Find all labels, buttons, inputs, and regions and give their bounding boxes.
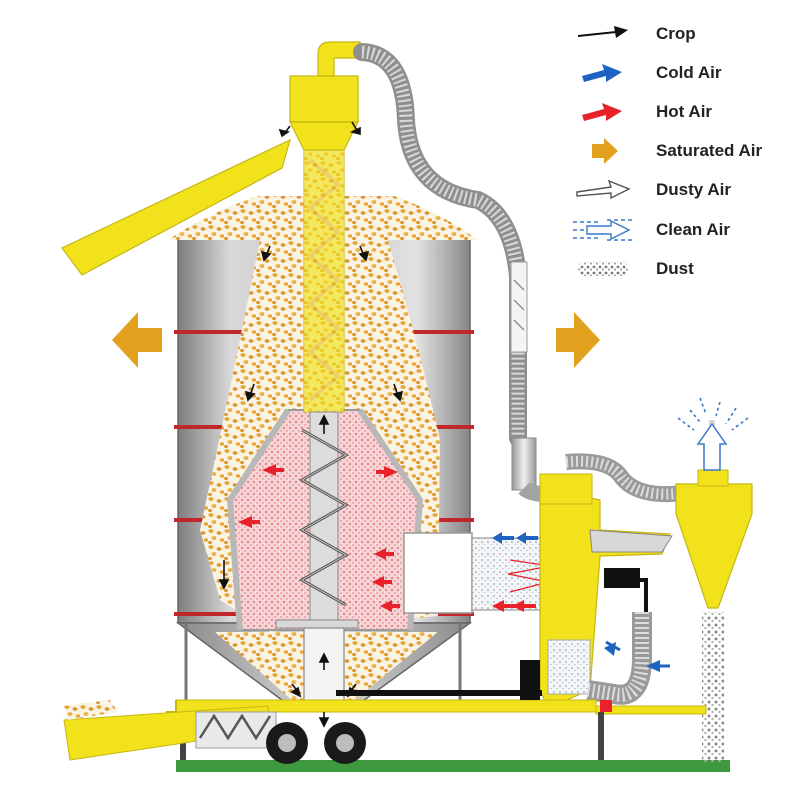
saturated-air-arrow-right: [556, 312, 600, 368]
legend-label: Cold Air: [656, 62, 722, 82]
legend-item-dust: Dust: [570, 249, 790, 288]
legend-item-hot-air: Hot Air: [570, 92, 790, 131]
intake-conveyor: [61, 41, 361, 276]
red-arrow-icon: [582, 102, 622, 121]
lower-auger: [298, 411, 350, 623]
legend-item-dusty-air: Dusty Air: [570, 171, 790, 210]
crop-flow-arrows: [218, 121, 404, 728]
legend-item-crop: Crop: [570, 14, 790, 53]
black-arrow-icon: [577, 25, 628, 38]
legend-item-cold-air: Cold Air: [570, 53, 790, 92]
legend-item-clean-air: Clean Air: [570, 210, 790, 249]
ground-strip: [176, 760, 730, 772]
wheels: [266, 722, 366, 764]
clean-air-exhaust: [677, 397, 749, 471]
saturated-air-arrow-left: [112, 312, 162, 368]
hot-air-arrows: [238, 464, 536, 612]
cold-air-arrows: [492, 532, 670, 672]
dust-stream: [702, 612, 724, 762]
legend-label: Crop: [656, 23, 696, 43]
legend-label: Clean Air: [656, 219, 731, 239]
legend-label: Hot Air: [656, 101, 713, 121]
dashed-blue-arrow-icon: [573, 218, 633, 241]
legend-label: Saturated Air: [656, 141, 763, 161]
fan-hose: [586, 612, 652, 705]
blue-arrow-icon: [582, 63, 622, 82]
burner-unit: [403, 473, 673, 709]
hollow-arrow-icon: [576, 180, 631, 200]
orange-arrow-icon: [592, 138, 618, 165]
dust-dots-icon: [578, 261, 628, 276]
legend: Crop Cold Air Hot Air Saturated Air: [570, 14, 790, 288]
legend-label: Dust: [656, 258, 694, 278]
legend-item-saturated-air: Saturated Air: [570, 132, 790, 171]
outfeed-auger: [63, 700, 277, 761]
legend-label: Dusty Air: [656, 180, 731, 200]
